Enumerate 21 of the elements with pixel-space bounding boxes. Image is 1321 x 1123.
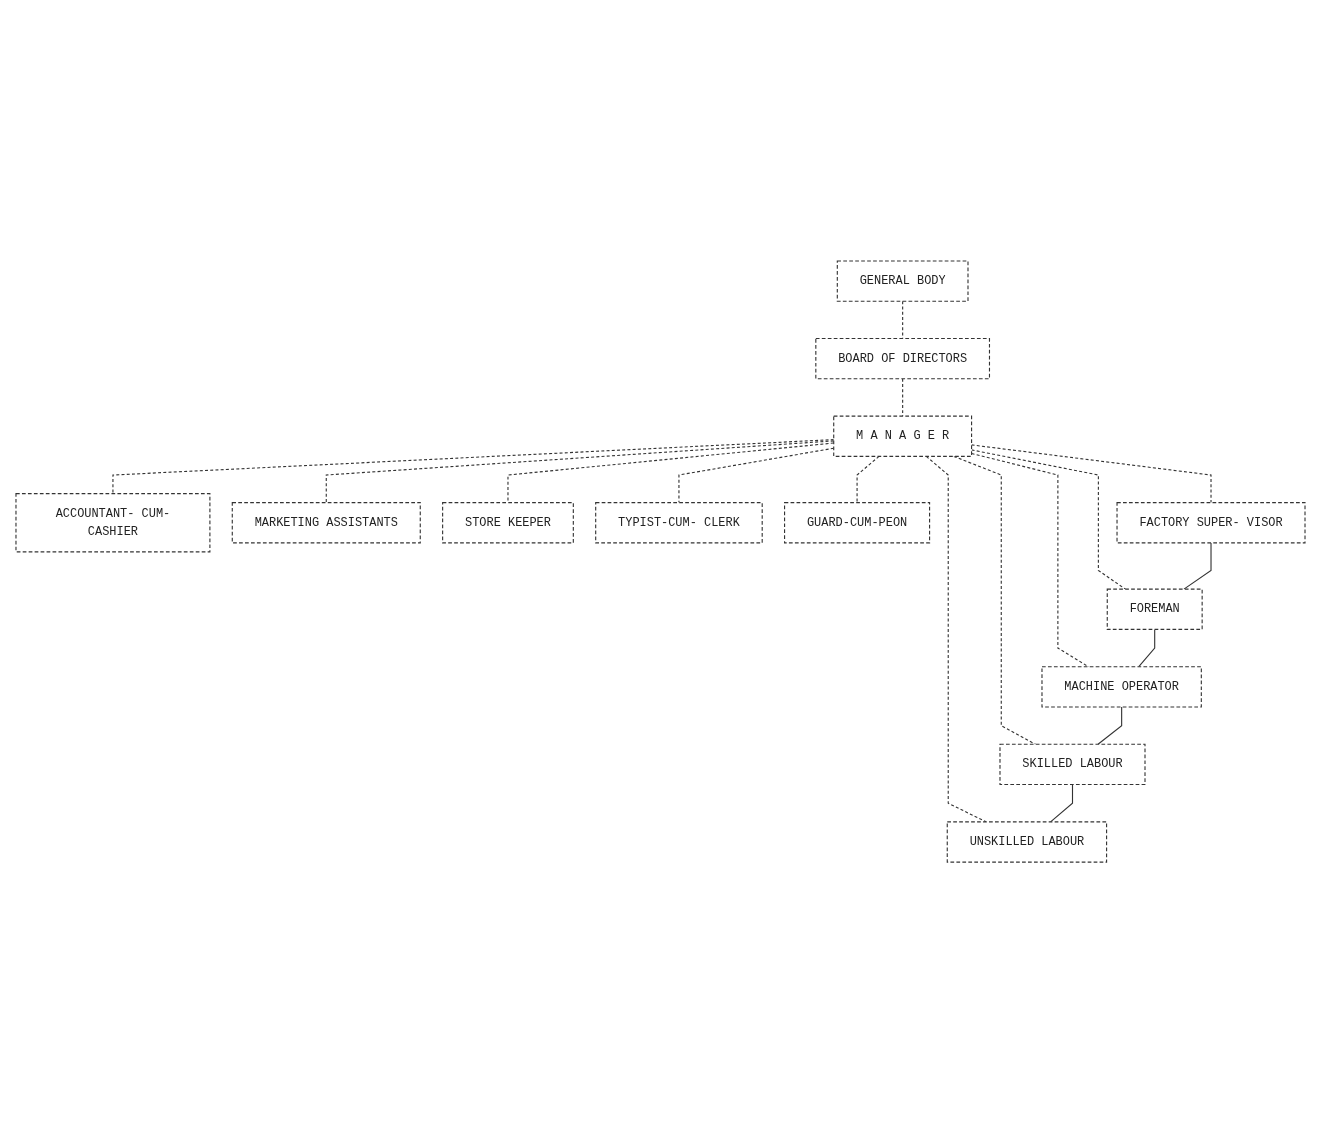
connector bbox=[971, 444, 1212, 504]
node-box: STORE KEEPER bbox=[442, 502, 574, 544]
node-box: MARKETING ASSISTANTS bbox=[231, 502, 421, 544]
connector bbox=[971, 449, 1126, 590]
node-box: ACCOUNTANT- CUM-CASHIER bbox=[15, 493, 211, 553]
node-box: GUARD-CUM-PEON bbox=[784, 502, 931, 544]
connector bbox=[1138, 628, 1156, 668]
node-box: MACHINE OPERATOR bbox=[1041, 666, 1202, 708]
connector bbox=[1050, 783, 1074, 823]
node-box: BOARD OF DIRECTORS bbox=[815, 337, 991, 380]
node-box: GENERAL BODY bbox=[836, 260, 969, 302]
node-box: FACTORY SUPER- VISOR bbox=[1116, 502, 1306, 544]
node-box: UNSKILLED LABOUR bbox=[946, 821, 1108, 863]
node-box: TYPIST-CUM- CLERK bbox=[595, 502, 763, 544]
node-box: FOREMAN bbox=[1106, 588, 1203, 630]
connector bbox=[1183, 542, 1212, 590]
connector bbox=[856, 455, 880, 504]
connector bbox=[971, 452, 1090, 668]
connector bbox=[1097, 706, 1123, 745]
node-box: M A N A G E R bbox=[833, 415, 973, 457]
node-box: SKILLED LABOUR bbox=[999, 743, 1146, 786]
